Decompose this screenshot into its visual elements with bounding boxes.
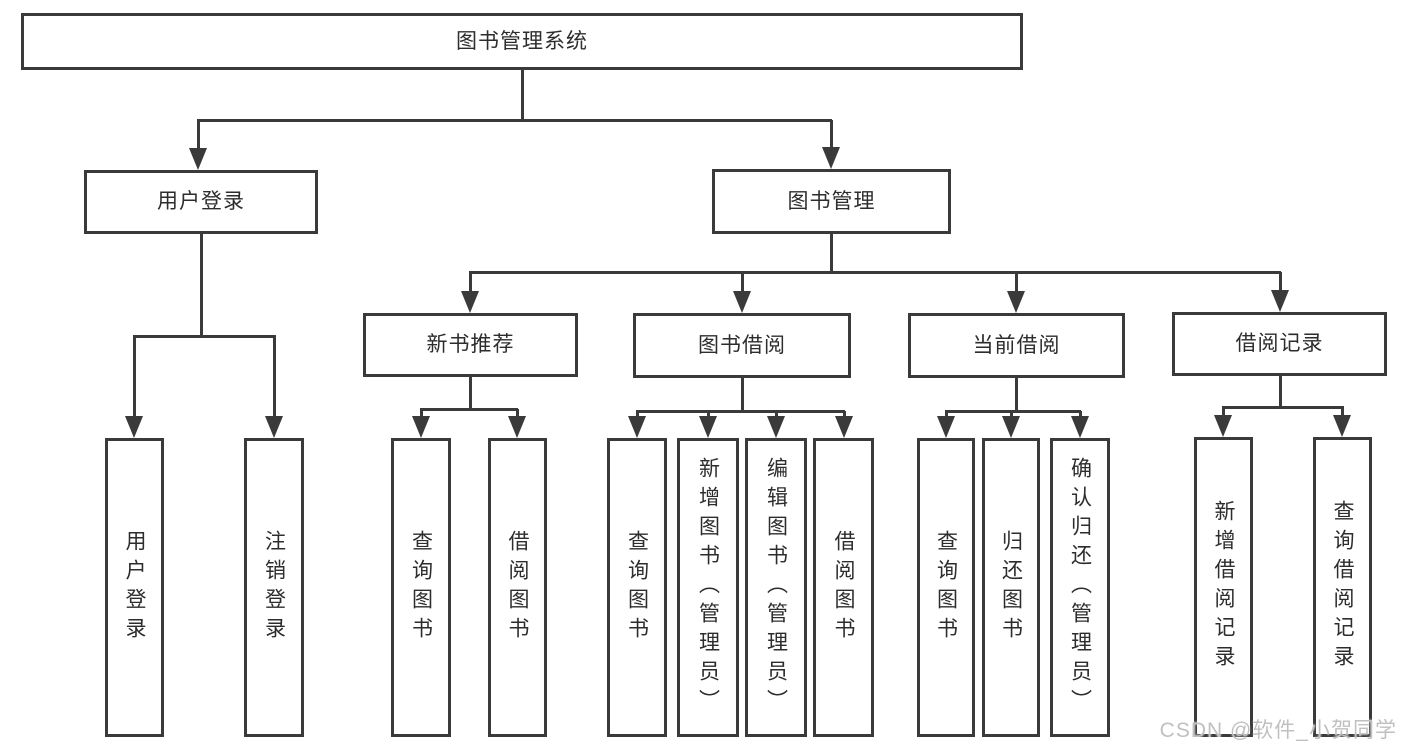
node-user-login: 用户登录 <box>84 170 318 234</box>
node-label-ul-logout: 注销登录 <box>262 529 286 646</box>
arrowhead-down-icon <box>699 416 717 438</box>
node-label-bb-edit: 编辑图书（管理员） <box>764 457 788 718</box>
arrowhead-down-icon <box>822 147 840 169</box>
node-label-cb-confirm: 确认归还（管理员） <box>1068 457 1092 718</box>
arrowhead-down-icon <box>412 416 430 438</box>
node-cb-query: 查询图书 <box>917 438 975 737</box>
arrowhead-down-icon <box>265 416 283 438</box>
node-label-cb-query: 查询图书 <box>934 529 958 646</box>
arrowhead-down-icon <box>125 416 143 438</box>
node-borrow-record: 借阅记录 <box>1172 312 1387 376</box>
node-label-current-borrow: 当前借阅 <box>972 333 1061 357</box>
node-label-bb-borrow: 借阅图书 <box>832 529 855 646</box>
connector-line <box>419 409 423 416</box>
connector-line <box>636 409 845 413</box>
connector-line <box>1340 407 1344 415</box>
node-nbr-query: 查询图书 <box>391 438 451 737</box>
node-label-root: 图书管理系统 <box>456 29 588 53</box>
node-ul-login: 用户登录 <box>105 438 164 737</box>
arrowhead-down-icon <box>508 416 526 438</box>
node-label-br-add: 新增借阅记录 <box>1212 500 1235 674</box>
connector-line <box>829 234 833 273</box>
node-cb-return: 归还图书 <box>982 438 1040 737</box>
node-bb-add: 新增图书（管理员） <box>677 438 739 737</box>
node-book-borrow: 图书借阅 <box>633 313 851 378</box>
connector-line <box>829 120 833 147</box>
node-label-book-borrow: 图书借阅 <box>698 333 786 357</box>
connector-line <box>842 411 846 416</box>
connector-line <box>1014 378 1018 412</box>
connector-line <box>1221 407 1225 415</box>
node-bb-query: 查询图书 <box>607 438 667 737</box>
arrowhead-down-icon <box>1333 415 1351 437</box>
arrowhead-down-icon <box>1002 416 1020 438</box>
node-bb-edit: 编辑图书（管理员） <box>745 438 807 737</box>
node-new-book-rec: 新书推荐 <box>363 313 578 377</box>
node-label-borrow-record: 借阅记录 <box>1235 332 1324 356</box>
connector-line <box>945 409 1081 413</box>
node-book-mgmt: 图书管理 <box>712 169 951 234</box>
node-br-query: 查询借阅记录 <box>1313 437 1372 737</box>
arrowhead-down-icon <box>1071 416 1089 438</box>
node-label-bb-add: 新增图书（管理员） <box>696 457 720 718</box>
connector-line <box>1222 405 1344 409</box>
node-label-nbr-borrow: 借阅图书 <box>506 529 529 646</box>
node-label-user-login: 用户登录 <box>157 190 245 214</box>
arrowhead-down-icon <box>733 291 751 313</box>
connector-line <box>635 411 639 416</box>
connector-line <box>1009 411 1013 416</box>
arrowhead-down-icon <box>835 416 853 438</box>
connector-line <box>196 120 200 148</box>
connector-line <box>420 407 518 411</box>
node-label-cb-return: 归还图书 <box>999 529 1023 646</box>
arrowhead-down-icon <box>1214 415 1232 437</box>
node-bb-borrow: 借阅图书 <box>813 438 874 737</box>
node-label-nbr-query: 查询图书 <box>409 529 433 646</box>
arrowhead-down-icon <box>767 416 785 438</box>
arrowhead-down-icon <box>937 416 955 438</box>
connector-line <box>774 411 778 416</box>
node-label-ul-login: 用户登录 <box>123 529 146 646</box>
arrowhead-down-icon <box>189 148 207 170</box>
arrowhead-down-icon <box>1007 291 1025 313</box>
connector-line <box>1014 272 1018 291</box>
connector-line <box>1278 376 1282 408</box>
connector-line <box>272 336 276 416</box>
node-cb-confirm: 确认归还（管理员） <box>1050 438 1110 737</box>
node-current-borrow: 当前借阅 <box>908 313 1125 378</box>
connector-line <box>468 272 472 291</box>
connector-line <box>197 118 832 122</box>
node-label-new-book-rec: 新书推荐 <box>426 333 515 357</box>
node-label-book-mgmt: 图书管理 <box>787 189 876 213</box>
connector-line <box>469 270 1281 274</box>
arrowhead-down-icon <box>628 416 646 438</box>
connector-line <box>199 234 203 337</box>
node-label-br-query: 查询借阅记录 <box>1331 500 1354 674</box>
connector-line <box>520 70 524 121</box>
node-ul-logout: 注销登录 <box>244 438 304 737</box>
node-br-add: 新增借阅记录 <box>1194 437 1253 737</box>
connector-line <box>468 377 472 410</box>
connector-line <box>1078 411 1082 416</box>
connector-line <box>706 411 710 416</box>
node-root: 图书管理系统 <box>21 13 1023 70</box>
connector-line <box>133 334 276 338</box>
connector-line <box>740 378 744 412</box>
arrowhead-down-icon <box>461 291 479 313</box>
connector-line <box>132 336 136 416</box>
connector-line <box>515 409 519 416</box>
connector-line <box>1278 272 1282 290</box>
node-label-bb-query: 查询图书 <box>625 529 649 646</box>
connector-line <box>944 411 948 416</box>
node-nbr-borrow: 借阅图书 <box>488 438 547 737</box>
connector-line <box>740 272 744 291</box>
arrowhead-down-icon <box>1271 290 1289 312</box>
